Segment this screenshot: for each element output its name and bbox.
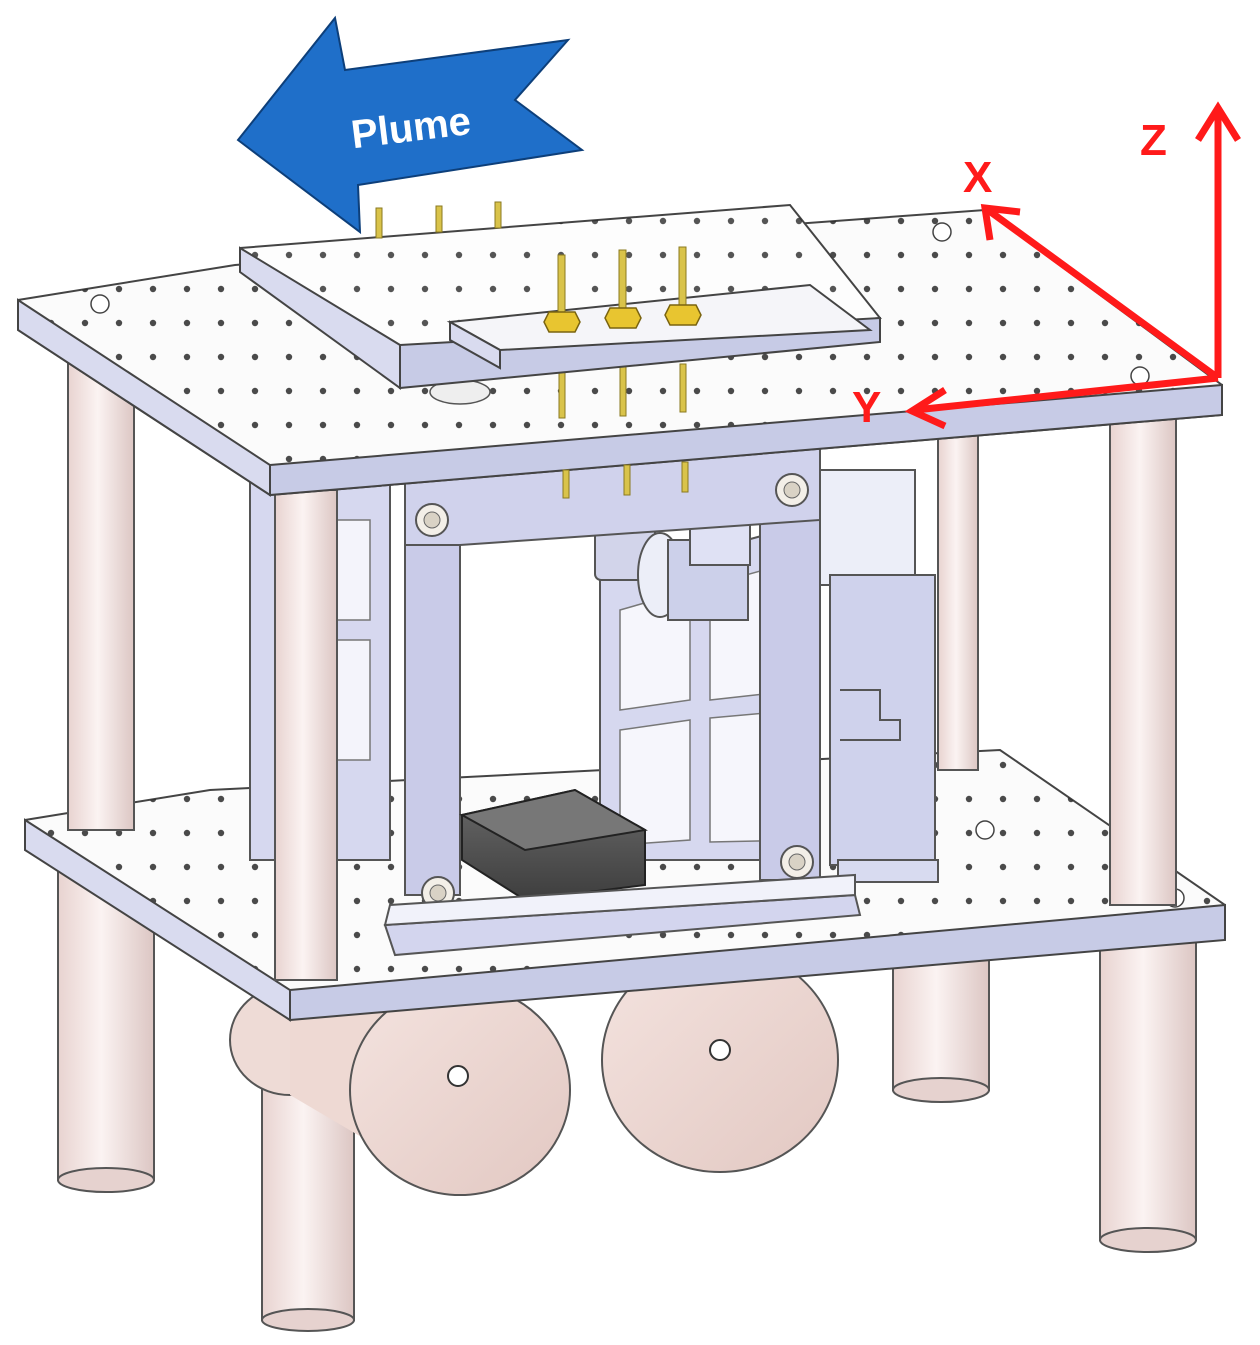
plume-arrow-shape [236, 15, 585, 235]
leg-front-right [1099, 939, 1197, 1241]
upper-pillars [67, 349, 979, 831]
upper-plate-edge-right [269, 383, 1223, 497]
electronics-housing [819, 469, 916, 586]
front-pillars [274, 414, 1177, 981]
pillar-front-left [274, 489, 338, 981]
x-axis-line [985, 207, 1221, 381]
probe-pin-3 [678, 246, 687, 308]
y-axis-arrowhead [904, 387, 947, 430]
probe-pin-2 [618, 249, 627, 311]
pillar-back-right [937, 419, 979, 771]
lower-plate-edge-right [289, 903, 1226, 1022]
x-axis-label: X [963, 153, 992, 202]
sensor-block [459, 788, 648, 852]
y-axis-line [914, 374, 1219, 414]
leg-back-right [892, 959, 990, 1091]
pillar-front-right [1109, 414, 1177, 906]
z-axis-arrowhead [1195, 101, 1241, 142]
x-axis-arrowhead [980, 204, 1021, 241]
internal-frame [249, 443, 939, 957]
probe-pins [375, 201, 702, 333]
pillar-back-left [67, 349, 135, 831]
cylinder-left [349, 984, 571, 1196]
coordinate-axes: Z X Y [852, 101, 1241, 432]
probe-pin-1 [557, 254, 566, 316]
z-axis-label: Z [1140, 116, 1167, 165]
y-axis-label: Y [852, 383, 881, 432]
plume-arrow: Plume [236, 15, 585, 235]
